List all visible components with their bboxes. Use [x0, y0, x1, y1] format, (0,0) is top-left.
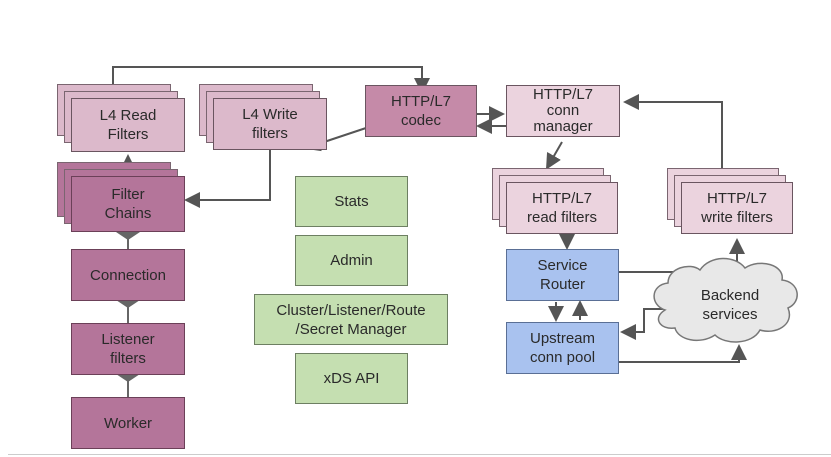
connection-node[interactable]: Connection — [71, 249, 185, 301]
http-conn-manager-node[interactable]: HTTP/L7 conn manager — [506, 85, 620, 137]
edge-writefilters-to-connmgr — [623, 94, 723, 168]
edge-l4write-to-filterchains — [184, 150, 271, 208]
http-codec-node[interactable]: HTTP/L7 codec — [365, 85, 477, 137]
stats-node[interactable]: Stats — [295, 176, 408, 227]
cluster-listener-route-secret-manager-node[interactable]: Cluster/Listener/Route /Secret Manager — [254, 294, 448, 345]
edge-connmgr-to-readfilters — [546, 141, 563, 170]
l4-write-filters-node[interactable]: L4 Write filters — [213, 98, 327, 150]
upstream-conn-pool-node[interactable]: Upstream conn pool — [506, 322, 619, 374]
http-read-filters-node[interactable]: HTTP/L7 read filters — [506, 182, 618, 234]
filter-chains-node[interactable]: Filter Chains — [71, 176, 185, 232]
admin-node[interactable]: Admin — [295, 235, 408, 286]
http-write-filters-node[interactable]: HTTP/L7 write filters — [681, 182, 793, 234]
l4-read-filters-node[interactable]: L4 Read Filters — [71, 98, 185, 152]
xds-api-node[interactable]: xDS API — [295, 353, 408, 404]
service-router-node[interactable]: Service Router — [506, 249, 619, 301]
edge-pool-to-backend — [618, 344, 747, 363]
edge-l4read-to-codec — [112, 66, 430, 98]
backend-services-cloud — [653, 257, 798, 343]
worker-node[interactable]: Worker — [71, 397, 185, 449]
edge-backend-to-pool — [620, 308, 664, 340]
bottom-divider — [8, 454, 831, 455]
listener-filters-node[interactable]: Listener filters — [71, 323, 185, 375]
backend-services-label[interactable]: Backend services — [700, 287, 760, 323]
